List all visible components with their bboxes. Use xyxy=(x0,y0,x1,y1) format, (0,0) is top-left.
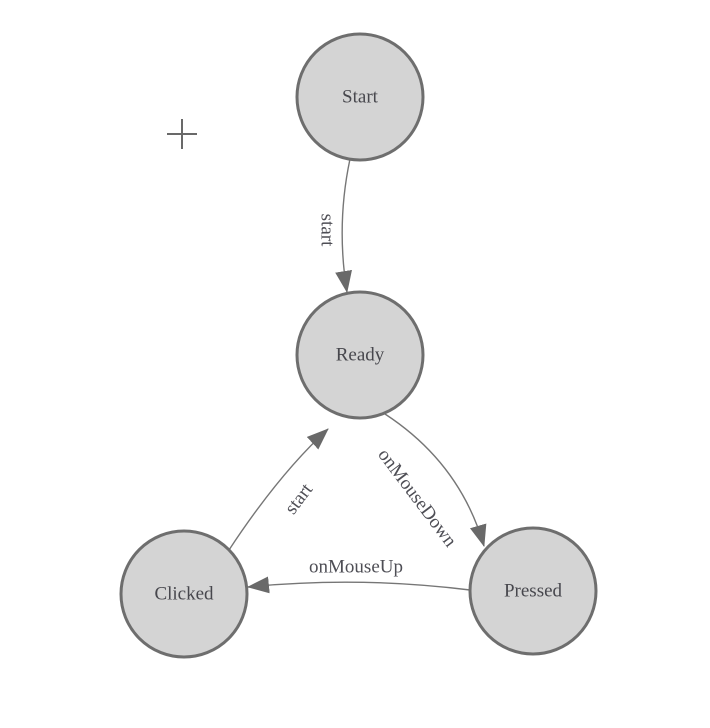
edge-line-start-ready[interactable] xyxy=(335,158,352,293)
node-start-circle[interactable] xyxy=(295,32,425,162)
node-clicked[interactable]: Clicked xyxy=(119,529,249,659)
node-clicked-label: Clicked xyxy=(154,584,214,605)
node-start-label: Start xyxy=(342,87,379,108)
edge-clicked-to-ready[interactable]: start xyxy=(228,428,329,551)
node-ready-label: Ready xyxy=(336,345,385,366)
node-clicked-circle[interactable] xyxy=(119,529,249,659)
node-pressed[interactable]: Pressed xyxy=(468,526,598,656)
edge-line-clicked-ready[interactable] xyxy=(228,428,329,551)
node-ready[interactable]: Ready xyxy=(295,290,425,420)
edge-label-ready-pressed[interactable]: onMouseDown xyxy=(373,445,461,552)
node-pressed-label: Pressed xyxy=(504,581,563,602)
edge-line-ready-pressed[interactable] xyxy=(384,413,487,547)
edge-line-pressed-clicked[interactable] xyxy=(247,576,471,594)
edge-start-to-ready[interactable]: start xyxy=(317,158,352,293)
origin-crosshair-icon xyxy=(167,119,197,149)
node-start[interactable]: Start xyxy=(295,32,425,162)
edge-label-clicked-ready[interactable]: start xyxy=(281,479,318,518)
edge-ready-to-pressed[interactable]: onMouseDown xyxy=(373,413,487,552)
edge-pressed-to-clicked[interactable]: onMouseUp xyxy=(247,557,471,594)
node-pressed-circle[interactable] xyxy=(468,526,598,656)
node-ready-circle[interactable] xyxy=(295,290,425,420)
edge-label-start-ready[interactable]: start xyxy=(317,214,338,247)
edge-label-pressed-clicked[interactable]: onMouseUp xyxy=(309,557,403,578)
